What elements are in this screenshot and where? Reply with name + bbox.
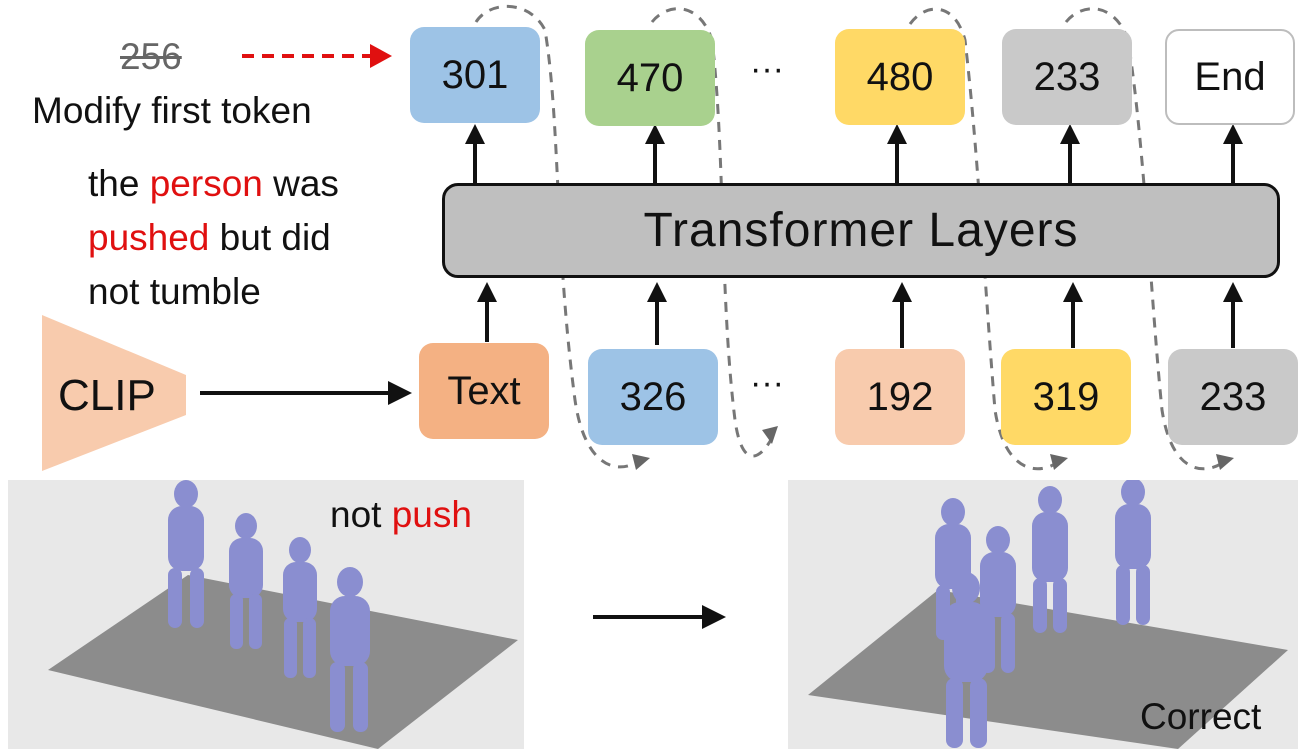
right-caption: Correct bbox=[1140, 696, 1262, 737]
transformer-layers: Transformer Layers bbox=[442, 183, 1280, 278]
output-token-4: 233 bbox=[1002, 29, 1132, 125]
output-arrows bbox=[465, 124, 1243, 183]
left-motion-render: not push bbox=[8, 480, 524, 749]
output-token-2: 470 bbox=[585, 30, 715, 126]
input-token-1: 326 bbox=[588, 349, 718, 445]
clip-label: CLIP bbox=[58, 371, 156, 420]
clip-arrow-head bbox=[388, 381, 412, 405]
prompt-text: the bbox=[88, 163, 150, 204]
input-token-2: 192 bbox=[835, 349, 965, 445]
prompt-keyword-person: person bbox=[149, 163, 263, 204]
right-motion-render: Correct bbox=[788, 480, 1298, 749]
clip-encoder-shape bbox=[42, 315, 186, 471]
input-token-3: 319 bbox=[1001, 349, 1131, 445]
output-token-1: 301 bbox=[410, 27, 540, 123]
input-ellipsis: ··· bbox=[750, 364, 784, 402]
prompt-line-2: pushed but did bbox=[88, 211, 331, 265]
replace-arrow-head bbox=[370, 44, 392, 68]
left-caption-keyword: push bbox=[391, 494, 472, 535]
modify-label: Modify first token bbox=[32, 90, 312, 131]
input-arrows bbox=[477, 282, 1243, 348]
left-caption-prefix: not bbox=[330, 494, 392, 535]
loop-arrow-heads bbox=[632, 426, 1234, 470]
input-token-4: 233 bbox=[1168, 349, 1298, 445]
output-token-3: 480 bbox=[835, 29, 965, 125]
prompt-text: but did bbox=[209, 217, 331, 258]
prompt-line-1: the person was bbox=[88, 157, 339, 211]
prompt-keyword-pushed: pushed bbox=[88, 217, 210, 258]
input-token-text: Text bbox=[419, 343, 549, 439]
output-token-end: End bbox=[1165, 29, 1295, 125]
prompt-line-3: not tumble bbox=[88, 271, 261, 312]
original-token-label: 256 bbox=[120, 36, 182, 77]
left-caption: not push bbox=[330, 488, 472, 542]
output-ellipsis: ··· bbox=[750, 50, 784, 88]
result-arrow-head bbox=[702, 605, 726, 629]
prompt-text: was bbox=[262, 163, 339, 204]
